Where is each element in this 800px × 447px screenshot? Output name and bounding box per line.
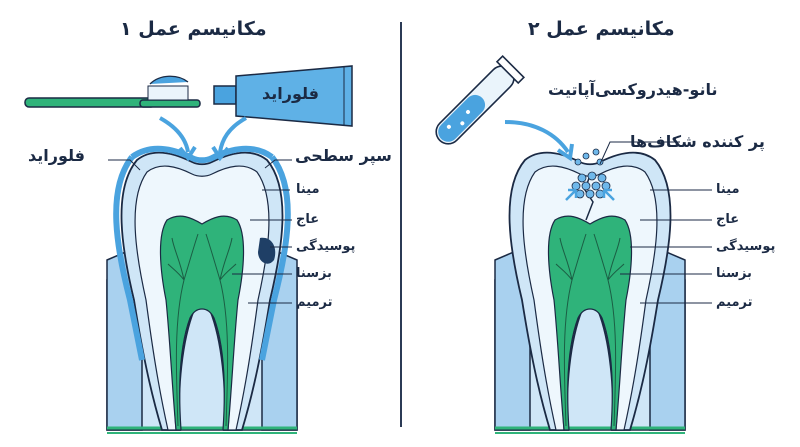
left-label-dentin: عاج	[296, 212, 320, 227]
test-tube-icon	[435, 55, 525, 145]
crack-filler-label: پر کننده شکاف‌ها	[630, 132, 765, 151]
left-tooth	[105, 145, 299, 435]
right-panel-title: مکانیسم عمل ۲	[528, 18, 675, 40]
tube-label: فلوراید	[262, 84, 319, 103]
leader-lines-right	[599, 141, 712, 304]
coating-label: سپر سطحی	[295, 146, 392, 165]
right-label-repair: ترمیم	[716, 295, 753, 310]
left-label-decay: پوسیدگی	[296, 239, 356, 254]
right-label-dentin: عاج	[716, 212, 740, 227]
toothbrush-icon	[24, 75, 201, 108]
panel-divider	[400, 22, 402, 427]
right-label-enamel: مینا	[716, 182, 740, 197]
toothpaste-tube-icon	[213, 65, 353, 127]
leader-lines-left	[108, 159, 292, 304]
arrow-down-left	[159, 116, 247, 162]
left-label-enamel: مینا	[296, 182, 320, 197]
left-panel-title: مکانیسم عمل ۱	[120, 18, 267, 40]
left-label-repair: ترمیم	[296, 295, 333, 310]
arrow-to-crack	[504, 120, 574, 162]
nano-label: نانو-هیدروکسی‌آپاتیت	[548, 80, 718, 99]
right-label-decay: پوسیدگی	[716, 239, 776, 254]
right-tooth	[493, 148, 687, 435]
left-label-pulp: بزسنا	[296, 266, 332, 281]
fluoride-label: فلوراید	[28, 146, 85, 165]
right-label-pulp: بزسنا	[716, 266, 752, 281]
